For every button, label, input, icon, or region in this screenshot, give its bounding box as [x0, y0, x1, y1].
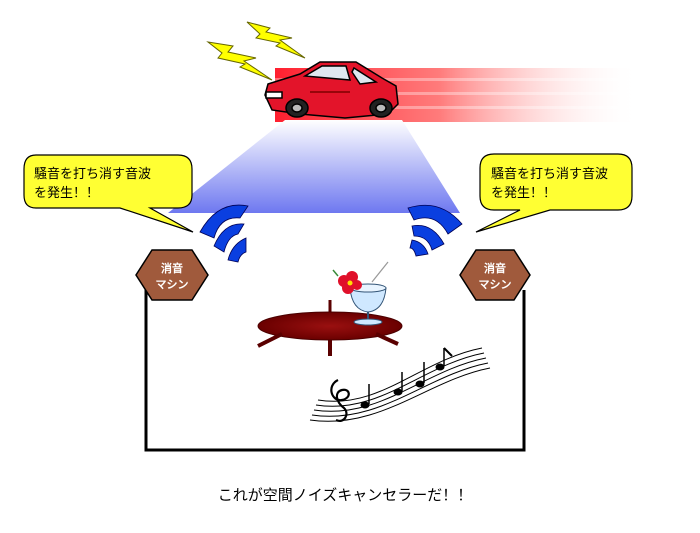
speech-bubble-left: 騒音を打ち消す音波 を発生！！: [23, 154, 194, 233]
bubble-right-line2: を発生！！: [491, 186, 556, 201]
music-staff-icon: [309, 347, 491, 422]
noise-beam: [168, 120, 460, 213]
caption-text: これが空間ノイズキャンセラーだ！！: [218, 486, 473, 504]
speaker-wave-icon: [407, 204, 463, 257]
music-note-icon: [360, 347, 453, 409]
noise-cancel-machine-left: 消音 マシン: [135, 249, 209, 301]
bubble-left-line2: を発生！！: [34, 186, 99, 201]
lightning-icon: [206, 21, 306, 81]
beam-cutout: [202, 220, 445, 252]
machine-left-line2: マシン: [156, 278, 189, 291]
bubble-left-line1: 騒音を打ち消す音波: [34, 166, 151, 182]
machine-right-line2: マシン: [479, 278, 512, 291]
glass-icon: [349, 261, 389, 326]
treble-clef-icon: [330, 379, 350, 422]
speech-bubble-right: 騒音を打ち消す音波 を発生！！: [475, 153, 633, 233]
flower-icon: [332, 269, 362, 294]
table-icon: [257, 300, 403, 356]
room-outline: [144, 282, 526, 452]
machine-right-line1: 消音: [484, 261, 506, 275]
bubble-right-line1: 騒音を打ち消す音波: [491, 166, 608, 182]
car-icon: [264, 61, 399, 119]
noise-cancel-machine-right: 消音 マシン: [459, 249, 531, 301]
machine-left-line1: 消音: [161, 261, 183, 275]
speaker-wave-icon: [199, 204, 249, 263]
